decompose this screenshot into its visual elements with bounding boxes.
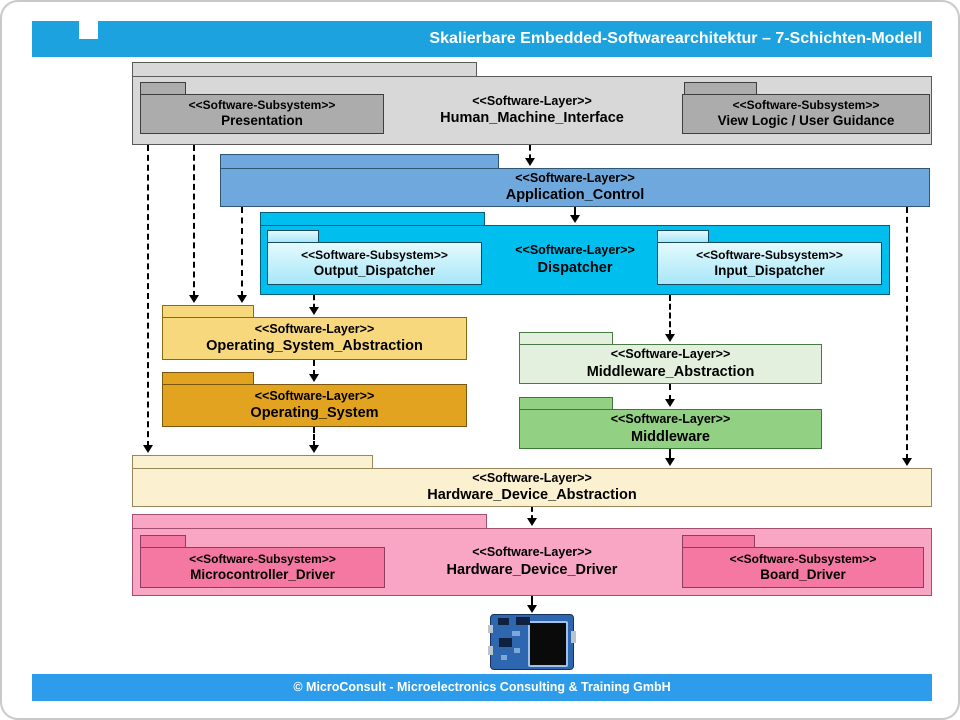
subsystem-output-dispatcher: <<Software-Subsystem>> Output_Dispatcher [267,242,482,285]
title-bar-notch [79,21,98,39]
hda-name: Hardware_Device_Abstraction [427,487,637,504]
output-dispatcher-stereotype: <<Software-Subsystem>> [301,247,448,262]
microcontroller-driver-name: Microcontroller_Driver [190,566,335,582]
arrow-middleware-to-hda [665,449,675,466]
board-component [513,648,520,653]
input-dispatcher-name: Input_Dispatcher [714,262,825,278]
presentation-stereotype: <<Software-Subsystem>> [188,98,336,113]
board-display [527,620,568,668]
layer-middleware-abstraction: <<Software-Layer>> Middleware_Abstractio… [519,344,822,384]
layer-application-control: <<Software-Layer>> Application_Control [220,168,930,207]
arrow-dispatcher-to-middleware-abstraction [665,295,675,342]
board-connector [488,624,493,634]
footer-bar: © MicroConsult - Microelectronics Consul… [32,674,932,701]
arrow-middleware-abstraction-to-middleware [665,384,675,407]
hdd-package-tab [132,514,487,529]
board-connector [571,631,576,644]
subsystem-input-dispatcher: <<Software-Subsystem>> Input_Dispatcher [657,242,882,285]
view-logic-name: View Logic / User Guidance [717,113,895,129]
arrow-application-control-to-dispatcher [570,207,580,223]
middleware-abstraction-stereotype: <<Software-Layer>> [610,347,731,362]
presentation-name: Presentation [221,113,303,129]
hda-stereotype: <<Software-Layer>> [472,470,592,485]
subsystem-presentation: <<Software-Subsystem>> Presentation [140,94,384,134]
arrow-os-abstraction-to-operating-system [309,360,319,382]
middleware-name: Middleware [631,428,710,445]
layer-middleware: <<Software-Layer>> Middleware [519,409,822,449]
arrow-hmi-to-hda-left [143,145,153,453]
operating-system-name: Operating_System [250,405,379,422]
application-control-package-tab [220,154,499,169]
microcontroller-board-image [488,614,576,670]
output-dispatcher-name: Output_Dispatcher [313,262,436,278]
arrow-hda-to-hdd [527,507,537,526]
hdd-name: Hardware_Device_Driver [446,561,618,578]
arrow-operating-system-to-hda [309,427,319,453]
slide-title: Skalierbare Embedded-Softwarearchitektur… [429,30,922,47]
arrow-hmi-to-application-control [525,145,535,166]
view-logic-stereotype: <<Software-Subsystem>> [732,98,880,113]
os-abstraction-name: Operating_System_Abstraction [206,338,423,355]
slide-title-bar: Skalierbare Embedded-Softwarearchitektur… [32,21,932,57]
subsystem-view-logic: <<Software-Subsystem>> View Logic / User… [682,94,930,134]
board-component [512,631,520,637]
board-connector [488,646,493,655]
subsystem-board-driver: <<Software-Subsystem>> Board_Driver [682,547,924,588]
board-component [500,654,508,660]
arrow-dispatcher-to-os-abstraction [309,295,319,315]
application-control-stereotype: <<Software-Layer>> [515,170,635,185]
operating-system-stereotype: <<Software-Layer>> [254,388,375,403]
hda-package-tab [132,455,373,469]
layer-operating-system-abstraction: <<Software-Layer>> Operating_System_Abst… [162,317,467,360]
dispatcher-name: Dispatcher [537,259,613,276]
os-abstraction-stereotype: <<Software-Layer>> [254,321,375,336]
hmi-package-tab [132,62,477,77]
microcontroller-driver-stereotype: <<Software-Subsystem>> [189,551,336,566]
input-dispatcher-stereotype: <<Software-Subsystem>> [696,247,843,262]
board-chip [515,617,531,625]
footer-copyright: © MicroConsult - Microelectronics Consul… [293,680,671,694]
arrow-application-control-to-hda-right [902,207,912,466]
layer-operating-system: <<Software-Layer>> Operating_System [162,384,467,427]
board-chip [497,618,510,625]
arrow-hmi-to-os-abstraction [189,145,199,303]
board-driver-name: Board_Driver [760,566,846,582]
dispatcher-package-tab [260,212,485,226]
hmi-name: Human_Machine_Interface [440,110,624,127]
hdd-stereotype: <<Software-Layer>> [472,545,592,560]
hmi-stereotype: <<Software-Layer>> [472,93,592,108]
arrow-hdd-to-board [527,596,537,613]
layer-hardware-device-abstraction: <<Software-Layer>> Hardware_Device_Abstr… [132,468,932,507]
subsystem-microcontroller-driver: <<Software-Subsystem>> Microcontroller_D… [140,547,385,588]
middleware-stereotype: <<Software-Layer>> [610,412,731,427]
middleware-abstraction-name: Middleware_Abstraction [586,363,755,380]
arrow-application-control-to-os-abstraction [237,207,247,303]
board-chip [499,637,513,648]
application-control-name: Application_Control [505,187,645,204]
board-driver-stereotype: <<Software-Subsystem>> [729,551,877,566]
dispatcher-stereotype: <<Software-Layer>> [515,243,635,258]
